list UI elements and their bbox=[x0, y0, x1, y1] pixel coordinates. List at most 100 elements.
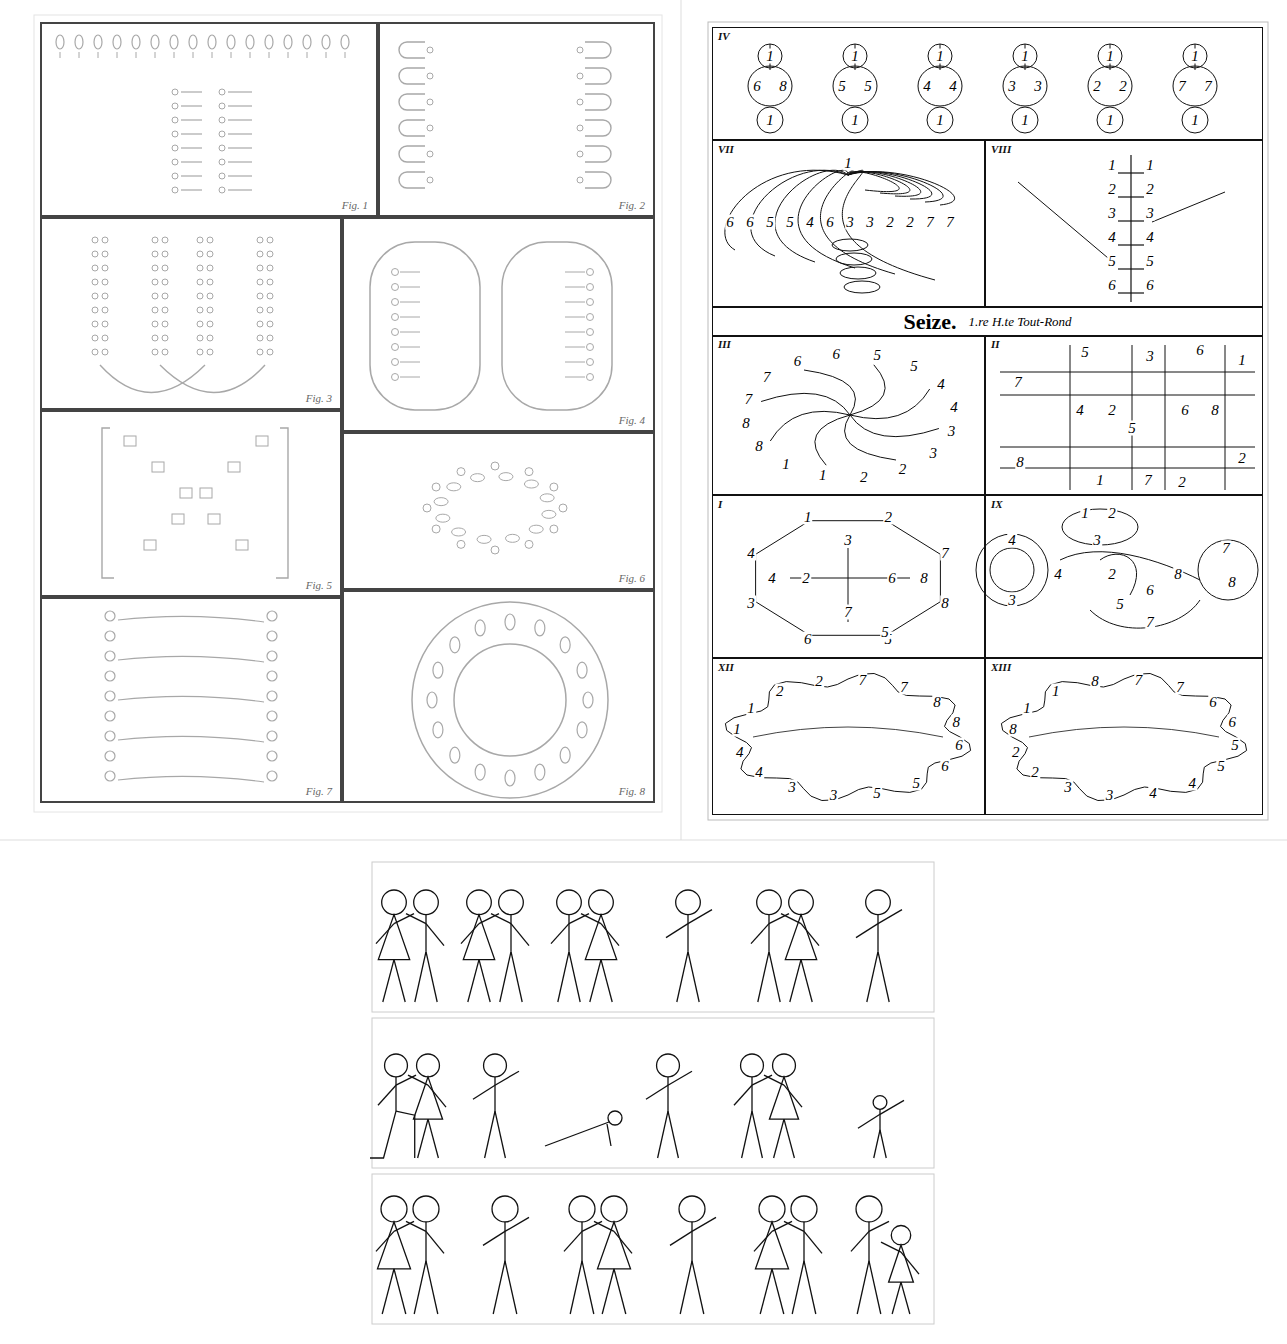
drawn-line bbox=[400, 287, 420, 288]
dancer-number: 2 bbox=[1107, 182, 1117, 197]
stick-arm bbox=[479, 914, 499, 924]
path-loop bbox=[840, 267, 876, 279]
stick-leg bbox=[680, 1261, 692, 1314]
dancer-circle bbox=[457, 468, 465, 476]
path-line bbox=[1118, 292, 1144, 293]
spiral-arm bbox=[761, 393, 850, 415]
dancer-box bbox=[236, 540, 248, 550]
stick-body bbox=[879, 1109, 880, 1130]
stick-arm bbox=[378, 1085, 396, 1105]
dancer-oval bbox=[1003, 66, 1047, 106]
dancer-number: 7 bbox=[1175, 679, 1185, 694]
dancer-circle bbox=[267, 711, 277, 721]
title-band: Seize.1.re H.te Tout-Rond bbox=[712, 307, 1263, 337]
dancer-circle bbox=[219, 159, 225, 165]
stick-leg bbox=[569, 952, 580, 1002]
path-line bbox=[1118, 196, 1144, 197]
dancer-circle bbox=[102, 251, 108, 257]
dancer-circle bbox=[587, 314, 594, 321]
dancer-circle bbox=[587, 299, 594, 306]
dancer-oval bbox=[577, 722, 587, 738]
figure-numeral: IV bbox=[718, 30, 730, 42]
dancer-circle bbox=[207, 335, 213, 341]
stick-leg bbox=[511, 952, 522, 1002]
dancer-box bbox=[172, 514, 184, 524]
dancer-oval bbox=[56, 35, 64, 49]
dancer-number: 6 bbox=[745, 215, 755, 230]
stick-arm bbox=[511, 924, 529, 946]
dancer-number: 6 bbox=[1227, 715, 1237, 730]
dancer-number: 5 bbox=[1080, 345, 1090, 360]
dancer-circle bbox=[427, 151, 433, 157]
plate-frame bbox=[34, 15, 662, 812]
dancer-number: 2 bbox=[775, 684, 785, 699]
dancer-circle bbox=[105, 731, 115, 741]
dancer-circle bbox=[207, 321, 213, 327]
dancer-number: 7 bbox=[762, 370, 772, 385]
dancer-number: 4 bbox=[805, 215, 815, 230]
drawn-path bbox=[118, 616, 264, 622]
dancer-circle bbox=[152, 349, 158, 355]
path-loop bbox=[832, 239, 868, 251]
dancer-circle bbox=[267, 349, 273, 355]
stick-arm bbox=[754, 1231, 772, 1251]
dancer-circle bbox=[102, 265, 108, 271]
dancer-number: 8 bbox=[778, 79, 788, 94]
dancer-number: 6 bbox=[1180, 403, 1190, 418]
stick-body bbox=[868, 1222, 869, 1261]
stick-arm bbox=[408, 1075, 428, 1085]
drawn-line bbox=[181, 189, 202, 190]
dancer-circle bbox=[197, 335, 203, 341]
dancer-oval bbox=[540, 494, 554, 502]
path-curve bbox=[1029, 727, 1219, 737]
dancer-number: 1 bbox=[850, 113, 860, 128]
dancer-number: 2 bbox=[905, 215, 915, 230]
dancer-number: 5 bbox=[1230, 737, 1240, 752]
dancer-oval bbox=[189, 35, 197, 49]
drawn-path bbox=[118, 656, 264, 662]
drawn-line bbox=[231, 52, 232, 58]
dancer-number: 8 bbox=[1015, 455, 1025, 470]
dancer-number: 1 bbox=[1020, 49, 1030, 64]
stick-body bbox=[667, 1077, 668, 1111]
drawn-line bbox=[400, 272, 420, 273]
dancer-number: 2 bbox=[1030, 765, 1040, 780]
dancer-number: 3 bbox=[1092, 533, 1102, 548]
dancer-circle bbox=[92, 279, 98, 285]
dancer-circle bbox=[162, 335, 168, 341]
dancer-circle bbox=[257, 349, 263, 355]
dancer-circle bbox=[491, 462, 499, 470]
grid-line bbox=[1000, 395, 1255, 396]
stick-body bbox=[494, 1077, 495, 1111]
drawn-line bbox=[228, 119, 252, 120]
dancer-circle bbox=[267, 335, 273, 341]
drawn-path bbox=[585, 94, 611, 110]
stick-arm bbox=[670, 1231, 692, 1245]
dancer-number: 5 bbox=[909, 358, 919, 373]
stick-arm bbox=[461, 924, 479, 944]
dancer-circle bbox=[197, 237, 203, 243]
dancer-circle bbox=[491, 546, 499, 554]
figure-panel: III bbox=[712, 335, 985, 495]
dancer-circle bbox=[102, 349, 108, 355]
dancer-number: 7 bbox=[1143, 473, 1153, 488]
dancer-oval bbox=[170, 35, 178, 49]
dancer-circle bbox=[92, 307, 98, 313]
stick-arm bbox=[406, 914, 426, 924]
path-line bbox=[1118, 172, 1144, 173]
dancer-number: 1 bbox=[935, 113, 945, 128]
drawn-line bbox=[228, 105, 252, 106]
stick-head bbox=[414, 890, 439, 915]
stick-leg bbox=[370, 1111, 396, 1158]
stick-arm bbox=[734, 1085, 752, 1105]
stick-arm bbox=[505, 1217, 529, 1231]
dancer-number: 3 bbox=[746, 596, 756, 611]
path-loop bbox=[990, 548, 1034, 592]
dancer-oval bbox=[433, 662, 443, 678]
dancer-oval bbox=[471, 474, 485, 482]
dancer-number: 4 bbox=[1107, 230, 1117, 245]
figure-strip bbox=[372, 1174, 934, 1324]
stick-arm bbox=[688, 910, 712, 924]
dancer-number: 8 bbox=[1008, 722, 1018, 737]
dancer-number: 1 bbox=[1190, 49, 1200, 64]
